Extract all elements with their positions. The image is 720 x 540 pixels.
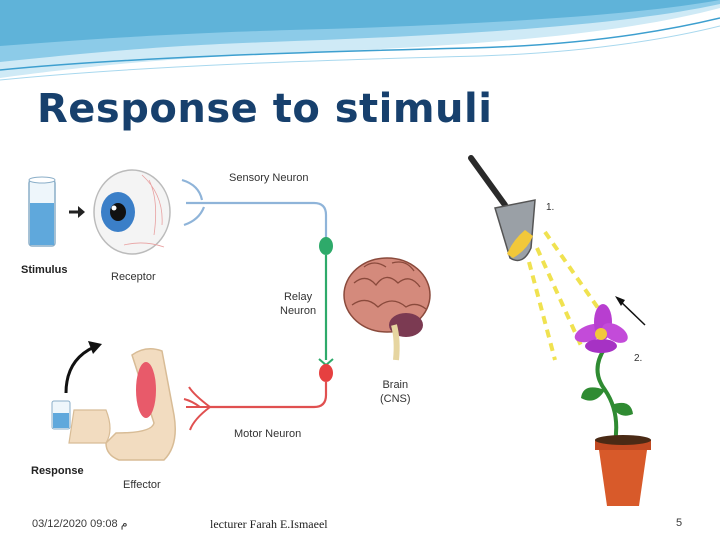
sensory-neuron-label: Sensory Neuron [229, 172, 309, 184]
eyeball-icon [93, 169, 171, 255]
lamp-icon [468, 155, 536, 262]
receptor-label: Receptor [111, 271, 156, 283]
footer-date: م 09:08 03/12/2020 [32, 518, 128, 530]
plant-label-1: 1. [546, 202, 555, 213]
slide-title: Response to stimuli [37, 86, 493, 132]
effector-label: Effector [123, 479, 161, 491]
plant-phototropism-diagram [468, 155, 651, 506]
hand-beaker-icon [51, 400, 71, 430]
brain-icon [343, 257, 431, 361]
relay-neuron-label: Relay Neuron [280, 291, 317, 317]
arm-icon [68, 348, 176, 461]
brain-cns-label: Brain (CNS) [380, 379, 411, 405]
flower-pot-icon [595, 435, 651, 506]
reflex-arc-diagram [28, 169, 431, 461]
response-label: Response [31, 465, 84, 477]
flower-icon [574, 304, 628, 353]
footer-lecturer: lecturer Farah E.Ismaeel [210, 517, 328, 531]
beaker-icon [28, 176, 56, 247]
plant-label-2: 2. [634, 353, 643, 364]
stimulus-label: Stimulus [21, 264, 68, 276]
footer-page-number: 5 [676, 517, 683, 529]
motor-neuron-label: Motor Neuron [234, 428, 302, 440]
header-wave-decoration [0, 0, 720, 81]
